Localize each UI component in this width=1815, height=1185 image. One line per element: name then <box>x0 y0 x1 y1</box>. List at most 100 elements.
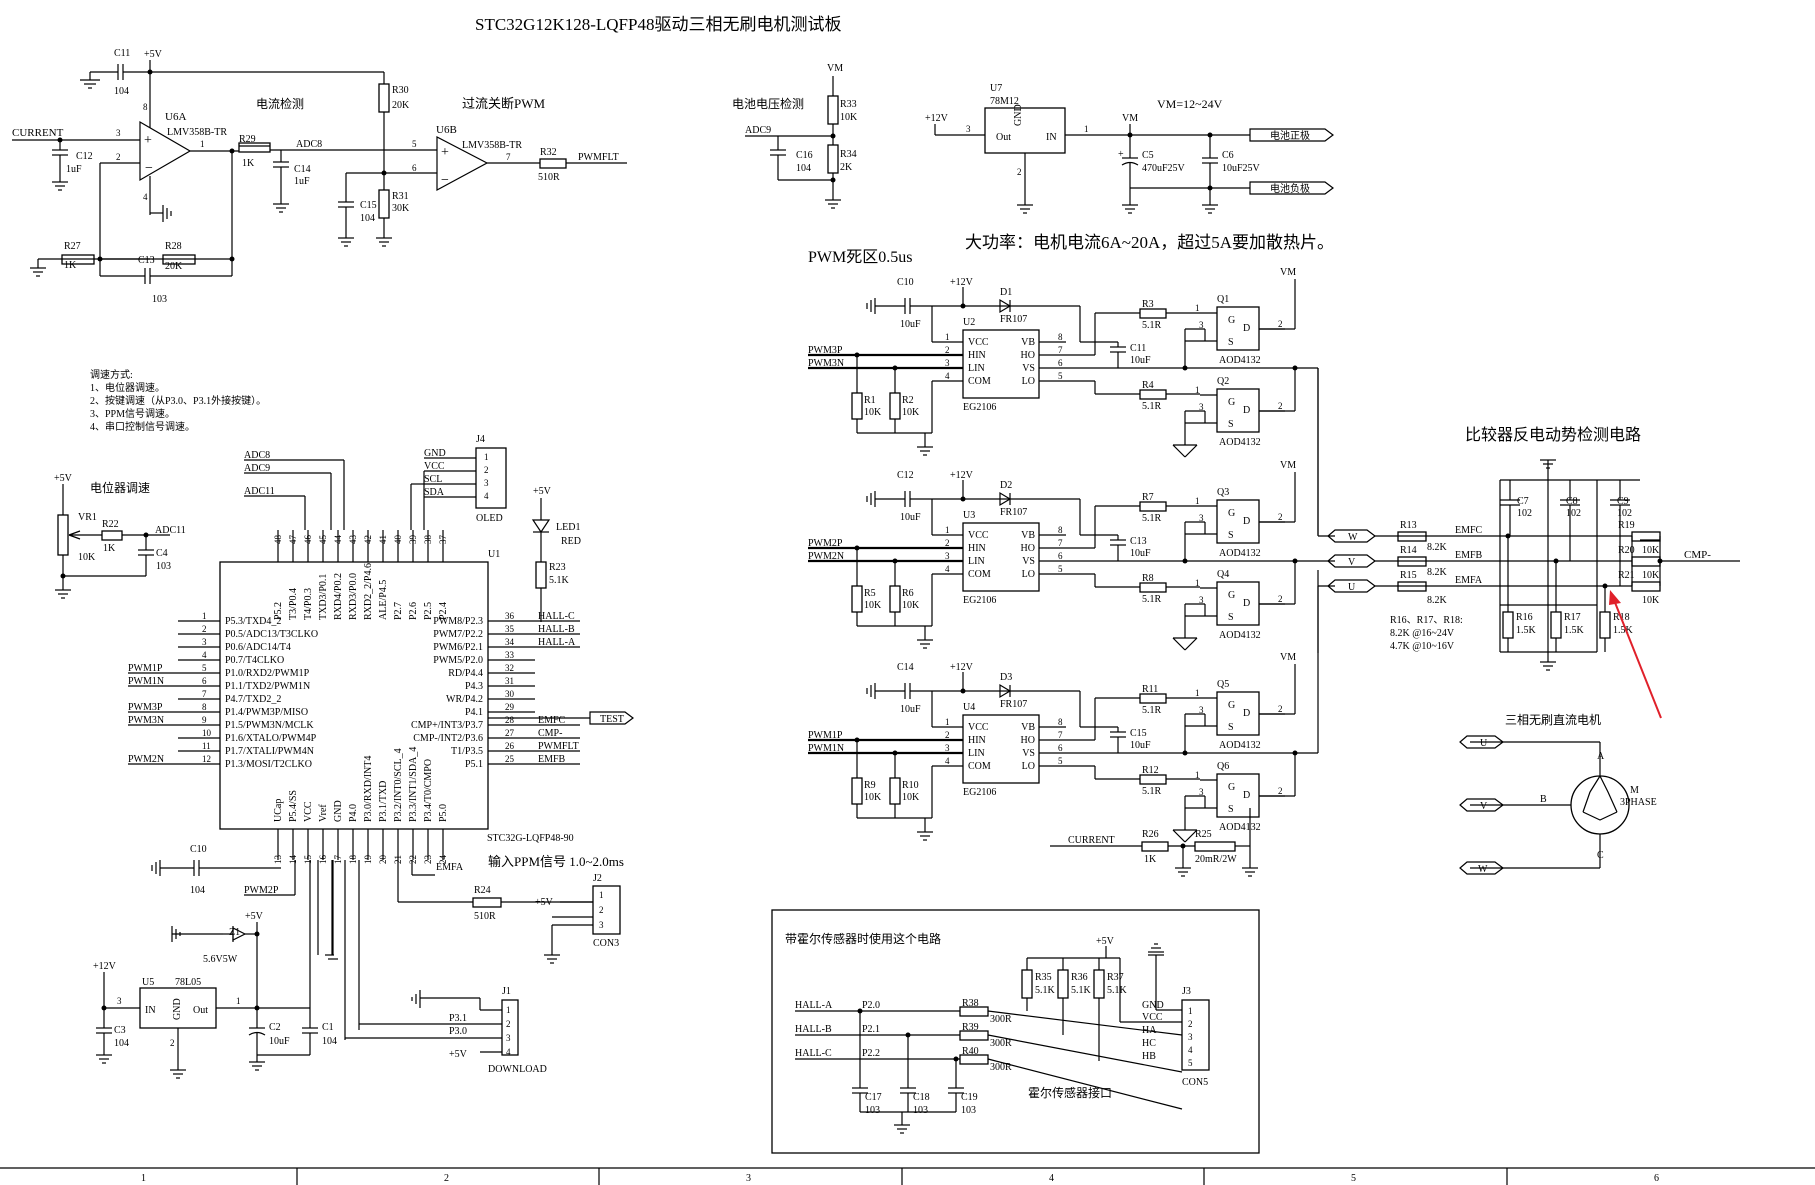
hall-cap-value: 103 <box>913 1105 928 1116</box>
svg-text:R36: R36 <box>1071 972 1088 983</box>
mcu-pin-num: 26 <box>505 741 515 751</box>
svg-text:510R: 510R <box>474 911 496 922</box>
mosfet-part: AOD4132 <box>1219 630 1261 641</box>
svg-text:带霍尔传感器时使用这个电路: 带霍尔传感器时使用这个电路 <box>785 931 941 946</box>
svg-text:J3: J3 <box>1182 986 1191 997</box>
mosfet-pin-g: G <box>1228 508 1235 519</box>
driver-pin-num: 6 <box>1058 551 1063 561</box>
vs-cap-value: 10uF <box>1130 740 1151 751</box>
mosfet-part: AOD4132 <box>1219 355 1261 366</box>
svg-text:VCC: VCC <box>424 461 445 472</box>
svg-text:4、串口控制信号调速。: 4、串口控制信号调速。 <box>90 420 195 433</box>
svg-text:3: 3 <box>116 128 121 138</box>
svg-text:104: 104 <box>322 1036 337 1047</box>
svg-text:GND: GND <box>172 998 183 1020</box>
mcu-pin-num: 47 <box>288 535 298 545</box>
svg-text:4: 4 <box>506 1047 511 1057</box>
svg-text:10uF: 10uF <box>269 1036 290 1047</box>
hall-res-value: 300R <box>990 1062 1012 1073</box>
svg-text:PWM2P: PWM2P <box>244 885 279 896</box>
svg-text:R25: R25 <box>1195 829 1212 840</box>
driver-part: EG2106 <box>963 787 996 798</box>
bldc-motor: M 3PHASE A B C U V W <box>1459 735 1657 875</box>
driver-pin-right: LO <box>1022 376 1035 387</box>
mosfet-pin-d: D <box>1243 598 1250 609</box>
hall-net-label: HALL-B <box>795 1024 832 1035</box>
mcu-pin-label: GND <box>333 800 344 822</box>
svg-text:Out: Out <box>193 1005 208 1016</box>
mcu-pin-label: P3.4/T0/CMPO <box>423 759 434 822</box>
svg-text:8.2K @16~24V: 8.2K @16~24V <box>1390 628 1455 639</box>
svg-text:ADC11: ADC11 <box>155 525 186 536</box>
divider-note: R16、R17、R18: 8.2K @16~24V 4.7K @10~16V <box>1390 615 1463 652</box>
svg-text:A: A <box>1597 751 1605 762</box>
vm-regulator-78m12: +12V U7 78M12 3 1 2 Out IN GND VM + C5 4… <box>925 83 1334 214</box>
svg-text:CURRENT: CURRENT <box>12 127 64 139</box>
driver-pin-right: VS <box>1022 556 1035 567</box>
current-sense-label: 电流检测 <box>256 96 304 111</box>
mcu-net-label: HALL-B <box>538 624 575 635</box>
pulldown-ref: R10 <box>902 780 919 791</box>
svg-text:1: 1 <box>1195 688 1200 698</box>
mosfet-pin-d: D <box>1243 790 1250 801</box>
svg-text:1: 1 <box>1195 578 1200 588</box>
svg-text:2: 2 <box>484 465 489 475</box>
driver-pin-left: VCC <box>968 722 989 733</box>
mcu-pin-num: 45 <box>318 535 328 545</box>
driver-pin-right: LO <box>1022 569 1035 580</box>
svg-text:3: 3 <box>1199 595 1204 605</box>
mcu-pin-label: P4.0 <box>348 804 359 822</box>
svg-text:ADC8: ADC8 <box>296 139 322 150</box>
svg-text:1uF: 1uF <box>66 164 82 175</box>
diode-part: FR107 <box>1000 699 1027 710</box>
mcu-pin-num: 25 <box>505 754 515 764</box>
svg-text:R14: R14 <box>1400 545 1417 556</box>
mcu-pin-label: P2.5 <box>423 602 434 620</box>
driver-part: EG2106 <box>963 402 996 413</box>
svg-text:103: 103 <box>152 294 167 305</box>
mosfet-pin-g: G <box>1228 700 1235 711</box>
mcu-pin-label: P1.1/TXD2/PWM1N <box>225 681 310 692</box>
mcu-pin-num: 31 <box>505 676 514 686</box>
mcu-pin-num: 40 <box>393 535 403 545</box>
hall-cap-ref: C17 <box>865 1092 882 1103</box>
frame-column-number: 6 <box>1654 1173 1659 1184</box>
svg-text:R19: R19 <box>1618 520 1635 531</box>
mosfet-pin-d: D <box>1243 516 1250 527</box>
mcu-pin-num: 10 <box>202 728 212 738</box>
mcu-net-label: PWMFLT <box>538 741 579 752</box>
driver-pin-num: 3 <box>945 551 950 561</box>
svg-text:6: 6 <box>412 163 417 173</box>
vm-label: VM <box>1280 460 1296 471</box>
phase-tag-v: V <box>1348 557 1356 568</box>
svg-text:+5V: +5V <box>535 897 554 908</box>
svg-text:2: 2 <box>1278 594 1283 604</box>
svg-text:10K: 10K <box>840 112 858 123</box>
diode-ref: D3 <box>1000 672 1012 683</box>
mcu-pin-num: 5 <box>202 663 207 673</box>
frame-column-number: 4 <box>1049 1173 1054 1184</box>
pot-speed-label: 电位器调速 <box>90 480 150 495</box>
mcu-pin-label: RD/P4.4 <box>448 668 483 679</box>
hall-cap-ref: C18 <box>913 1092 930 1103</box>
svg-text:−: − <box>145 161 153 176</box>
mcu-pin-num: 34 <box>505 637 515 647</box>
svg-text:1: 1 <box>1084 124 1089 134</box>
mcu-pin-label: RXD4/P0.2 <box>333 573 344 620</box>
phase-tag-w: W <box>1348 532 1358 543</box>
svg-text:104: 104 <box>190 885 205 896</box>
mcu-pin-num: 37 <box>438 535 448 545</box>
svg-text:调速方式:: 调速方式: <box>90 368 133 381</box>
svg-text:1、电位器调速。: 1、电位器调速。 <box>90 381 165 394</box>
svg-text:3: 3 <box>117 996 122 1006</box>
vcc-label: +12V <box>950 470 974 481</box>
mcu-pin-num: 16 <box>318 855 328 865</box>
mcu-pin-num: 23 <box>423 855 433 865</box>
svg-text:J4: J4 <box>476 434 485 445</box>
gate-res-value: 5.1R <box>1142 401 1162 412</box>
driver-pin-left: VCC <box>968 337 989 348</box>
mcu-bottom-wiring: C10 104 PWM2P EMFA R24 510R J2 123 CON3 … <box>151 844 621 1075</box>
mcu-pin-num: 14 <box>288 855 298 865</box>
mcu-pin-label: P1.5/PWM3N/MCLK <box>225 720 314 731</box>
mcu-pin-label: VCC <box>303 801 314 822</box>
